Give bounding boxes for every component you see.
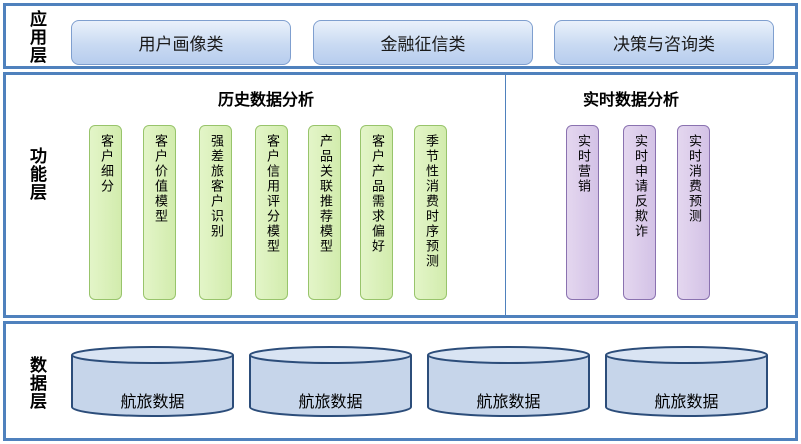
historical-analysis-title: 历史数据分析 bbox=[218, 90, 315, 109]
historical-item-customer-segmentation[interactable]: 客户细分 bbox=[89, 125, 122, 300]
app-button-financial-credit[interactable]: 金融征信类 bbox=[313, 20, 533, 65]
historical-item-product-demand-preference[interactable]: 客户产品需求偏好 bbox=[360, 125, 393, 300]
realtime-item-consumption-forecast[interactable]: 实时消费预测 bbox=[677, 125, 710, 300]
function-layer-divider bbox=[505, 75, 506, 315]
realtime-item-anti-fraud[interactable]: 实时申请反欺诈 bbox=[623, 125, 656, 300]
app-button-decision-consulting[interactable]: 决策与咨询类 bbox=[554, 20, 774, 65]
data-store-cylinder-4 bbox=[605, 346, 768, 417]
historical-item-frequent-traveler-identification[interactable]: 强差旅客户识别 bbox=[199, 125, 232, 300]
function-layer-label: 功能层 bbox=[26, 147, 46, 201]
data-store-cylinder-2 bbox=[249, 346, 412, 417]
application-layer: 应用层 用户画像类 金融征信类 决策与咨询类 bbox=[3, 3, 798, 69]
realtime-analysis-title: 实时数据分析 bbox=[583, 90, 680, 109]
data-store-cylinder-1 bbox=[71, 346, 234, 417]
data-store-label-4: 航旅数据 bbox=[654, 392, 719, 411]
historical-item-credit-scoring-model[interactable]: 客户信用评分模型 bbox=[255, 125, 288, 300]
historical-item-product-association-model[interactable]: 产品关联推荐模型 bbox=[308, 125, 341, 300]
data-layer-label: 数据层 bbox=[26, 356, 46, 410]
realtime-item-marketing[interactable]: 实时营销 bbox=[566, 125, 599, 300]
application-layer-label: 应用层 bbox=[26, 10, 46, 64]
function-layer: 功能层 bbox=[3, 72, 798, 318]
data-store-label-1: 航旅数据 bbox=[120, 392, 185, 411]
data-store-label-2: 航旅数据 bbox=[298, 392, 363, 411]
historical-item-seasonal-consumption-forecast[interactable]: 季节性消费时序预测 bbox=[414, 125, 447, 300]
historical-item-customer-value-model[interactable]: 客户价值模型 bbox=[143, 125, 176, 300]
data-store-label-3: 航旅数据 bbox=[476, 392, 541, 411]
data-store-cylinder-3 bbox=[427, 346, 590, 417]
app-button-user-profile[interactable]: 用户画像类 bbox=[71, 20, 291, 65]
